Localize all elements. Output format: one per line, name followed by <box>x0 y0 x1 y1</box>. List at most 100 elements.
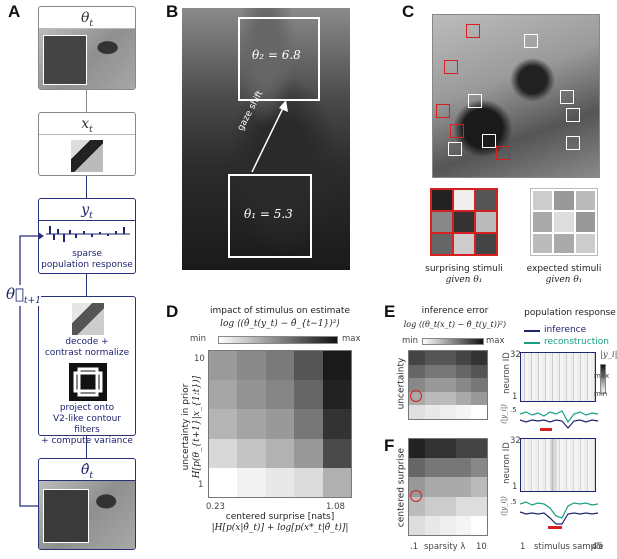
panel-label-d: D <box>166 302 179 321</box>
f-mean-y-label: ⟨|y_i|⟩ <box>499 496 508 516</box>
feedback-sub: t+1 <box>24 296 41 306</box>
d-x-tick-right: 1.08 <box>326 502 345 512</box>
x-t-box: xt <box>38 112 136 176</box>
surprising-patch-marker <box>436 104 450 118</box>
f-white-circle-marker <box>474 520 486 532</box>
e-mean-trace <box>520 410 599 431</box>
expected-patch-marker <box>560 90 574 104</box>
scene-inset <box>43 35 87 85</box>
panel-label-b: B <box>166 2 179 21</box>
f-tick-05: .5 <box>510 498 517 506</box>
pop-title: population response <box>524 308 616 318</box>
d-colorbar-max: max <box>342 334 361 344</box>
e-neuron-id: neuron ID <box>501 352 512 394</box>
d-x-tick-left: 0.23 <box>206 502 225 512</box>
expected-patch-marker <box>566 136 580 150</box>
e-min-label: min <box>594 390 608 398</box>
e-colorbar-max: max <box>486 336 505 346</box>
f-x-tick-10: 10 <box>476 542 487 552</box>
contour-filter-icon <box>69 363 107 401</box>
d-formula: log ⟨(θ̂_t(y_t) − θ̂_{t−1})²⟩ <box>220 319 340 329</box>
expected-patch-marker <box>482 134 496 148</box>
legend-inference: inference <box>544 325 587 335</box>
d-y-tick-bottom: 1 <box>198 480 204 490</box>
theta2-label: θ₂ = 6.8 <box>252 48 301 62</box>
theta-t-sub: t <box>89 18 94 29</box>
decode-caption-2: contrast normalize <box>44 348 130 358</box>
expected-caption-2: given θ₁ <box>545 275 583 285</box>
e-abs-y-label: |y_i| <box>600 350 617 360</box>
f-x-start: 1 <box>520 542 526 552</box>
e-tick-1: 1 <box>512 392 518 402</box>
surprising-patch-marker <box>496 146 510 160</box>
d-title: impact of stimulus on estimate <box>210 306 350 316</box>
panel-label-f: F <box>384 436 395 455</box>
surprising-patches-grid <box>430 188 498 256</box>
feedback-symbol: θ⃗ <box>6 285 25 303</box>
theta1-label: θ₁ = 5.3 <box>244 207 293 221</box>
x-t-sub: t <box>89 124 93 135</box>
expected-patch-marker <box>566 108 580 122</box>
decode-project-box: decode + contrast normalize project onto… <box>38 296 136 446</box>
e-white-circle-marker <box>474 406 486 418</box>
d-colorbar-min: min <box>190 334 207 344</box>
surprising-patch-marker <box>450 124 464 138</box>
f-mean-trace <box>520 501 599 529</box>
f-ylabel: centered surprise <box>396 447 407 528</box>
f-response-raster <box>520 438 596 492</box>
theta-t-box: θt <box>38 6 136 90</box>
expected-patch-marker <box>468 94 482 108</box>
e-colorbar-min: min <box>402 336 419 346</box>
sparse-caption-1: sparse <box>72 249 102 259</box>
f-x-label: sparsity λ <box>424 542 466 552</box>
gaze-box-2 <box>238 17 320 101</box>
project-caption-1: project onto <box>59 403 115 413</box>
d-xlabel-1: centered surprise [nats] <box>225 512 335 522</box>
patch-source-image <box>432 14 600 178</box>
panel-label-e: E <box>384 302 396 321</box>
legend-reconstruction: reconstruction <box>544 337 610 347</box>
e-ylabel: uncertainty <box>396 357 407 410</box>
decode-caption-1: decode + <box>65 337 109 347</box>
d-ylabel-2: H[p(θ_{t+1}|x_{1:t})] <box>192 375 202 479</box>
e-max-label: max <box>594 372 610 380</box>
e-tick-32: 32 <box>510 350 521 360</box>
f-tick-32: 32 <box>510 436 521 446</box>
e-tick-05: .5 <box>510 406 517 414</box>
y-t-symbol: y <box>81 202 90 218</box>
d-heatmap <box>208 350 352 498</box>
d-ylabel-1: uncertainty in prior <box>181 383 191 471</box>
y-t-sub: t <box>89 210 93 221</box>
surprising-patch-marker <box>444 60 458 74</box>
expected-patch-marker <box>524 34 538 48</box>
f-x-label2: stimulus sample <box>534 542 604 552</box>
x-t-symbol: x <box>81 116 90 132</box>
expected-patches-grid <box>530 188 598 256</box>
theta-hat-sub: t <box>89 470 94 481</box>
project-caption-3: + compute variance <box>41 436 133 446</box>
e-raster-colorbar <box>600 364 606 394</box>
f-x-end: 45 <box>592 542 603 552</box>
f-red-circle-marker <box>410 490 422 502</box>
f-tick-1: 1 <box>512 482 518 492</box>
panel-label-a: A <box>8 2 21 21</box>
gaze-shift-arrow <box>251 100 288 173</box>
e-title: inference error <box>421 306 489 316</box>
d-xlabel-2: |H[p(x|θ̂_t)] + log[p(x*_t|θ̂_t)]| <box>211 523 349 533</box>
project-caption-2: V2-like contour filters <box>52 414 122 435</box>
x-patch <box>71 140 103 172</box>
estimate-inset <box>43 489 89 543</box>
sparse-caption-2: population response <box>41 260 133 270</box>
gaze-box-1 <box>228 174 312 258</box>
expected-caption-1: expected stimuli <box>526 264 602 274</box>
sparse-response-plot <box>46 226 130 242</box>
decoded-patch <box>72 303 104 335</box>
forest-photo <box>182 8 350 270</box>
e-formula: log ⟨(θ_t(x_t) − θ̂_t(y_t))²⟩ <box>403 320 507 329</box>
panel-label-c: C <box>402 2 415 21</box>
f-neuron-id: neuron ID <box>501 442 512 484</box>
e-red-circle-marker <box>410 390 422 402</box>
f-x-tick-1: .1 <box>410 542 419 552</box>
surprising-caption-2: given θ₁ <box>445 275 483 285</box>
surprising-caption-1: surprising stimuli <box>425 264 503 274</box>
